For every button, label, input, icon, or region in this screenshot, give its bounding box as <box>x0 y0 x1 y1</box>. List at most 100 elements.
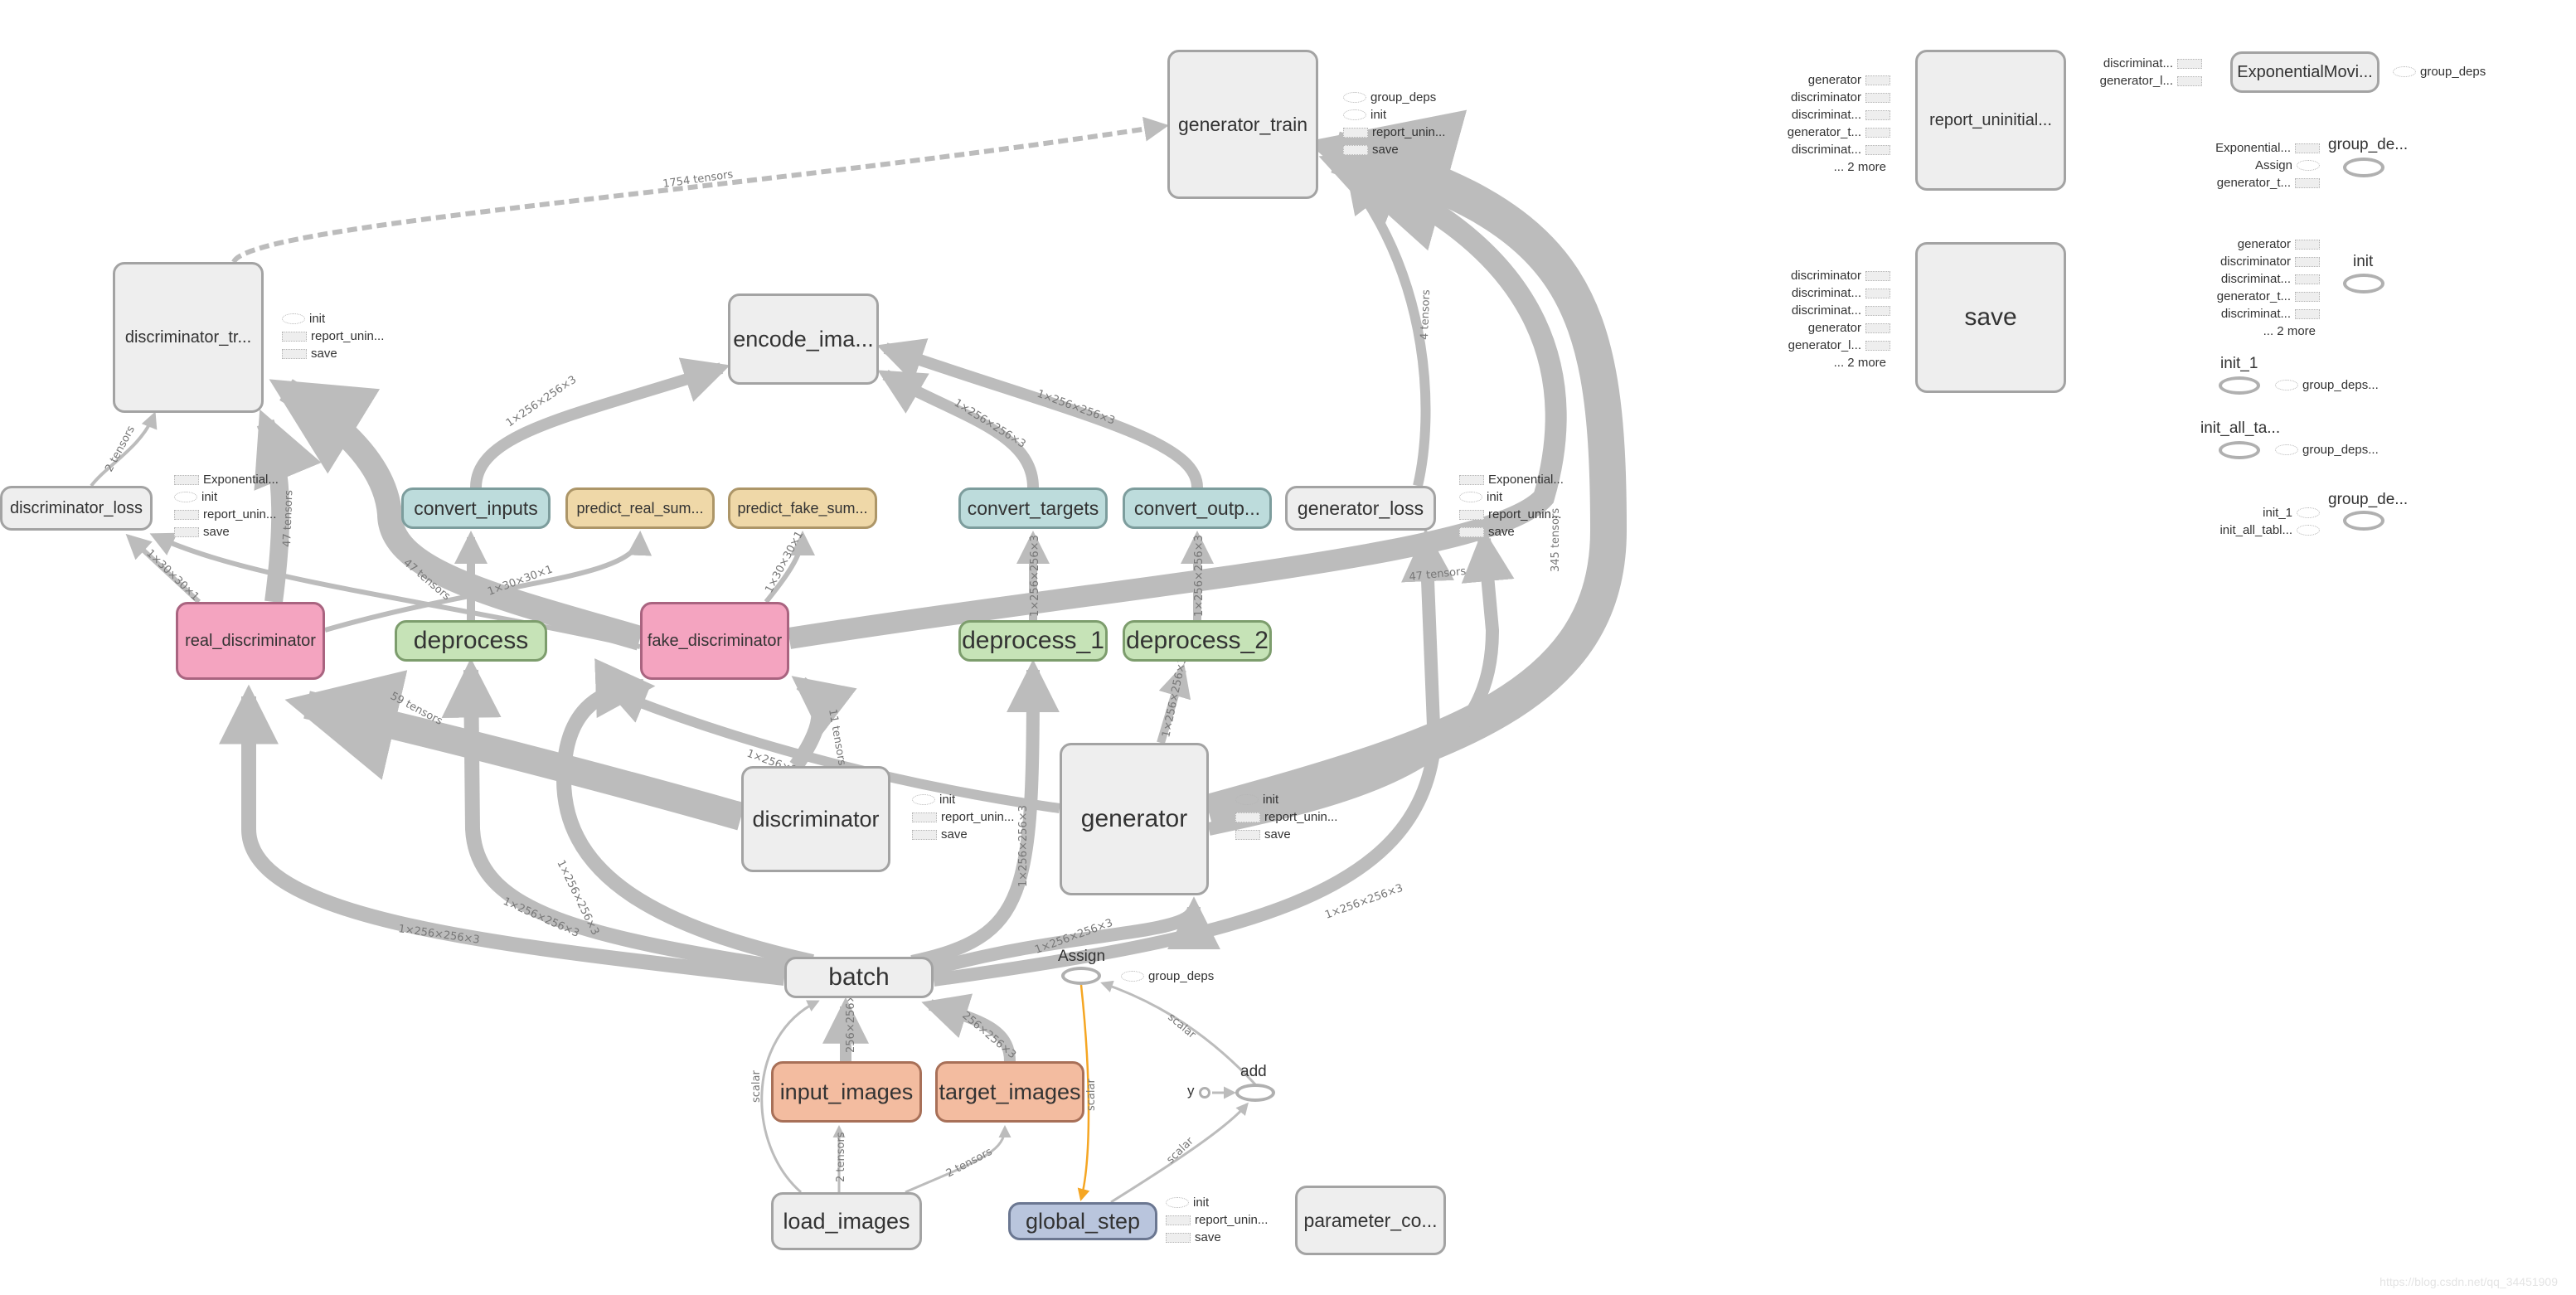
annotation-item[interactable]: report_unin... <box>174 506 279 523</box>
annotation-item[interactable]: report_unin... <box>282 327 384 345</box>
annotation-item[interactable]: report_unin... <box>1235 808 1337 826</box>
edge-assign-global-step[interactable] <box>1077 984 1090 1201</box>
edge-gen-gen-train[interactable] <box>1204 109 1628 831</box>
node-convert-inputs[interactable]: convert_inputs <box>401 487 551 529</box>
node-deprocess[interactable]: deprocess <box>395 620 547 662</box>
annotation-item[interactable]: init <box>174 488 279 506</box>
edge-disc-train-gen-train[interactable] <box>231 116 1169 264</box>
annotation-item[interactable]: discriminat... <box>2172 305 2320 323</box>
annotation-item[interactable]: init <box>1235 791 1337 808</box>
node-deprocess-2[interactable]: deprocess_2 <box>1123 620 1272 662</box>
edge-load-target[interactable] <box>905 1125 1011 1194</box>
node-y[interactable] <box>1199 1087 1210 1099</box>
annotation-item[interactable]: save <box>1343 141 1445 158</box>
node-encode-images[interactable]: encode_ima... <box>728 293 879 385</box>
node-generator[interactable]: generator <box>1060 743 1209 895</box>
node-convert-outputs[interactable]: convert_outp... <box>1123 487 1272 529</box>
annotation-item[interactable]: Exponential... <box>2172 139 2320 157</box>
annotation-item[interactable]: discriminat... <box>1741 284 1890 302</box>
edge-global-step-add[interactable] <box>1110 1102 1249 1204</box>
edge-gen-fake[interactable] <box>606 686 1060 813</box>
edge-load-batch[interactable] <box>760 1000 820 1194</box>
node-generator-train[interactable]: generator_train <box>1167 50 1318 199</box>
annotation-item[interactable]: init_all_tabl... <box>2172 521 2320 539</box>
node-batch[interactable]: batch <box>784 957 934 998</box>
edge-disc-loss-disc-train[interactable] <box>90 411 158 487</box>
node-init-1[interactable] <box>2219 376 2260 395</box>
annotation-item[interactable]: discriminat... <box>2056 55 2202 72</box>
annotation-item[interactable]: generator_l... <box>2056 72 2202 90</box>
annotation-item[interactable]: generator_t... <box>2172 288 2320 305</box>
annotation-item[interactable]: Exponential... <box>174 471 279 488</box>
annotation-item[interactable]: group_deps <box>1121 968 1214 985</box>
annotation-item[interactable]: group_deps <box>2393 63 2486 80</box>
annotation-item[interactable]: discriminator <box>2172 253 2320 270</box>
node-discriminator-train[interactable]: discriminator_tr... <box>113 262 264 413</box>
annotation-item[interactable]: report_unin... <box>912 808 1014 826</box>
edge-batch-generator[interactable] <box>926 896 1220 977</box>
edge-batch-deprocess-1[interactable] <box>910 659 1060 968</box>
annotation-item[interactable]: Assign <box>2172 157 2320 174</box>
edge-target-batch[interactable] <box>921 993 1016 1062</box>
annotation-item[interactable]: generator_t... <box>2172 174 2320 192</box>
node-predict-real-summary[interactable]: predict_real_sum... <box>565 487 715 529</box>
node-report-uninitialized[interactable]: report_uninitial... <box>1915 50 2066 191</box>
annotation-item[interactable]: report_unin... <box>1459 506 1564 523</box>
annotation-item[interactable]: generator <box>2172 235 2320 253</box>
annotation-item[interactable]: discriminator <box>1741 267 1890 284</box>
edge-disc-real[interactable] <box>284 670 745 831</box>
edge-convert-targets-encode[interactable] <box>877 369 1039 488</box>
edge-convert-inputs-encode[interactable] <box>470 357 730 488</box>
edge-fake-disc-train[interactable] <box>269 379 644 651</box>
node-predict-fake-summary[interactable]: predict_fake_sum... <box>728 487 877 529</box>
edge-real-disc-loss[interactable] <box>125 533 201 604</box>
edge-batch-real[interactable] <box>219 684 786 986</box>
node-global-step[interactable]: global_step <box>1008 1202 1157 1240</box>
annotation-item[interactable]: ... 2 more <box>2172 323 2320 340</box>
edge-gen-gen-loss[interactable] <box>1207 528 1515 836</box>
annotation-item[interactable]: group_deps <box>1343 89 1445 106</box>
annotation-item[interactable]: report_unin... <box>1343 124 1445 141</box>
edge-fake-gen-train[interactable] <box>787 147 1567 649</box>
edge-batch-fake[interactable] <box>555 658 814 969</box>
edge-add-assign[interactable] <box>1100 980 1257 1086</box>
node-init[interactable] <box>2343 274 2384 293</box>
annotation-item[interactable]: generator <box>1741 319 1890 337</box>
annotation-item[interactable]: init <box>282 310 384 327</box>
annotation-item[interactable]: save <box>1166 1229 1268 1246</box>
annotation-item[interactable]: generator_t... <box>1741 124 1890 141</box>
annotation-item[interactable]: init <box>1343 106 1445 124</box>
node-parameter-count[interactable]: parameter_co... <box>1295 1186 1446 1255</box>
annotation-item[interactable]: Exponential... <box>1459 471 1564 488</box>
node-discriminator-loss[interactable]: discriminator_loss <box>0 486 153 531</box>
node-load-images[interactable]: load_images <box>771 1192 922 1250</box>
annotation-item[interactable]: init <box>1166 1194 1268 1211</box>
node-target-images[interactable]: target_images <box>935 1061 1084 1123</box>
edge-fake-disc-loss[interactable] <box>149 532 641 649</box>
edge-convert-outputs-encode[interactable] <box>876 338 1203 488</box>
node-group-deps-2[interactable] <box>2343 511 2384 531</box>
annotation-item[interactable]: discriminator <box>1741 89 1890 106</box>
node-discriminator[interactable]: discriminator <box>741 766 890 872</box>
edge-real-predict-real[interactable] <box>324 531 652 633</box>
annotation-item[interactable]: save <box>912 826 1014 843</box>
annotation-item[interactable]: save <box>282 345 384 362</box>
annotation-item[interactable]: init <box>1459 488 1564 506</box>
annotation-item[interactable]: init_1 <box>2172 504 2320 521</box>
node-add[interactable] <box>1235 1084 1275 1102</box>
annotation-item[interactable]: generator <box>1741 71 1890 89</box>
annotation-item[interactable]: discriminat... <box>1741 141 1890 158</box>
annotation-item[interactable]: discriminat... <box>1741 106 1890 124</box>
annotation-item[interactable]: ... 2 more <box>1741 158 1890 176</box>
node-fake-discriminator[interactable]: fake_discriminator <box>640 602 789 680</box>
node-exponential-moving-average[interactable]: ExponentialMovi... <box>2230 51 2380 93</box>
annotation-item[interactable]: generator_l... <box>1741 337 1890 354</box>
edge-gen-deprocess-2[interactable] <box>1157 663 1191 745</box>
node-assign[interactable] <box>1061 967 1101 985</box>
annotation-item[interactable]: save <box>1459 523 1564 541</box>
edge-gen-loss-gen-train[interactable] <box>1346 172 1431 487</box>
node-convert-targets[interactable]: convert_targets <box>958 487 1108 529</box>
node-input-images[interactable]: input_images <box>771 1061 922 1123</box>
annotation-item[interactable]: init <box>912 791 1014 808</box>
annotation-item[interactable]: discriminat... <box>1741 302 1890 319</box>
